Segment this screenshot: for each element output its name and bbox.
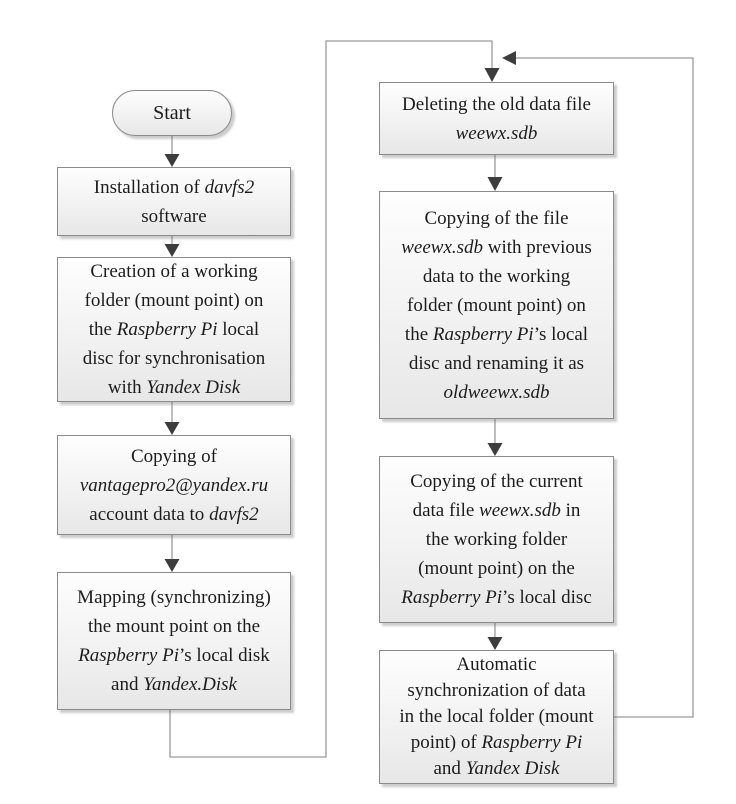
connector-copy-previous-to-copy-current [487,419,503,456]
node-text: Installation of davfs2 software [93,176,255,227]
start-label: Start [153,101,191,124]
node-text: Automatic synchronization of data in the… [399,654,594,779]
node-start: Start [112,90,232,136]
node-copying-current-data-file: Copying of the current data file weewx.s… [379,456,614,623]
connector-delete-old-to-copy-previous [487,155,503,191]
node-automatic-synchronization: Automatic synchronization of data in the… [379,650,614,784]
connector-start-to-install [164,136,180,167]
node-deleting-old-data-file: Deleting the old data file weewx.sdb [379,82,614,155]
connector-copy-account-to-mapping [164,535,180,572]
node-copying-account-data: Copying of vantagepro2@yandex.ru account… [57,435,291,535]
node-mapping-mount-point: Mapping (synchronizing) the mount point … [57,572,291,710]
connector-install-to-create-folder [164,236,180,257]
node-text: Mapping (synchronizing) the mount point … [77,587,271,695]
node-installation-davfs2: Installation of davfs2 software [57,167,291,236]
node-text: Copying of the file weewx.sdb with previ… [401,207,592,403]
node-text: Deleting the old data file weewx.sdb [402,93,591,144]
connector-copy-current-to-auto-sync [487,623,503,650]
node-copying-previous-data-file: Copying of the file weewx.sdb with previ… [379,191,614,419]
node-text: Copying of the current data file weewx.s… [401,471,592,608]
node-text: Creation of a working folder (mount poin… [82,261,266,398]
connector-create-folder-to-copy-account [164,402,180,435]
node-creation-working-folder: Creation of a working folder (mount poin… [57,257,291,402]
node-text: Copying of vantagepro2@yandex.ru account… [79,445,269,525]
